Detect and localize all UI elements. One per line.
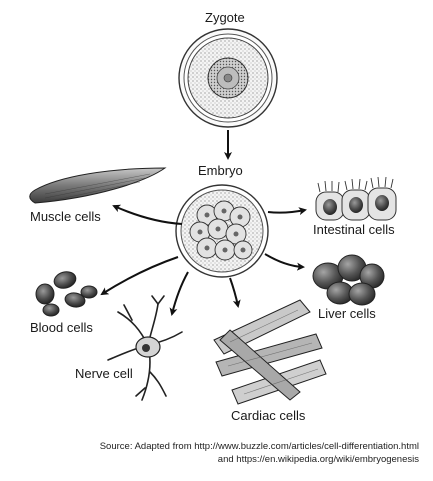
- label-nerve-cell: Nerve cell: [75, 366, 133, 381]
- arrow-to-cardiac: [229, 277, 241, 308]
- arrow-to-liver: [264, 253, 305, 271]
- intestinal-cells-illustration: [315, 176, 397, 221]
- arrow-to-blood: [100, 256, 179, 296]
- nerve-cell-illustration: [107, 295, 183, 401]
- label-zygote: Zygote: [205, 10, 245, 25]
- zygote-illustration: [178, 28, 278, 128]
- liver-cells-illustration: [312, 254, 385, 306]
- label-intestinal-cells: Intestinal cells: [313, 222, 395, 237]
- label-muscle-cells: Muscle cells: [30, 209, 101, 224]
- label-cardiac-cells: Cardiac cells: [231, 408, 306, 423]
- arrow-to-nerve: [169, 271, 189, 316]
- label-embryo: Embryo: [198, 163, 243, 178]
- cardiac-cells-illustration: [213, 299, 327, 405]
- arrow-to-intestinal: [267, 207, 307, 216]
- arrow-to-muscle: [112, 204, 183, 225]
- differentiation-arrows: [100, 204, 307, 316]
- blood-cells-illustration: [35, 271, 98, 317]
- label-blood-cells: Blood cells: [30, 320, 93, 335]
- source-line-2: and https://en.wikipedia.org/wiki/embryo…: [217, 454, 419, 465]
- label-liver-cells: Liver cells: [318, 306, 376, 321]
- source-citation: Source: Adapted from http://www.buzzle.c…: [100, 440, 419, 466]
- source-line-1: Source: Adapted from http://www.buzzle.c…: [99, 441, 419, 452]
- embryo-illustration: [175, 184, 269, 278]
- muscle-cell-illustration: [29, 167, 167, 204]
